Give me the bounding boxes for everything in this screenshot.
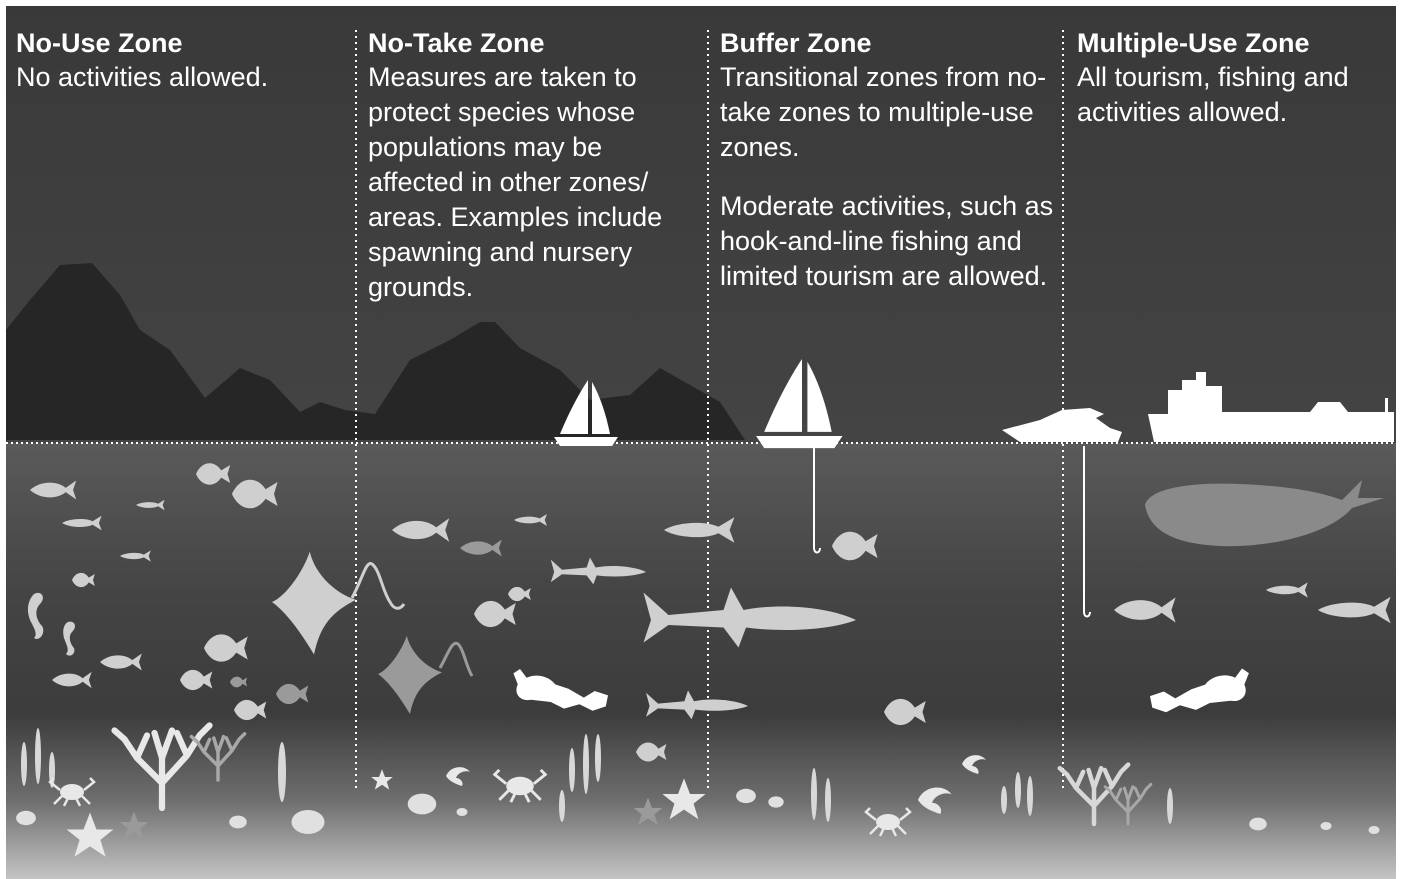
zone-title: No-Take Zone [368,26,698,60]
zone-description: No activities allowed. [16,60,346,95]
zone-no-take: No-Take Zone Measures are taken to prote… [368,26,698,305]
zone-description-extra: Moderate activities, such as hook-and-li… [720,189,1055,294]
zone-description: Measures are taken to protect species wh… [368,60,698,305]
zone-description: All tourism, fishing and activities allo… [1077,60,1387,130]
zone-no-use: No-Use Zone No activities allowed. [16,26,346,95]
zone-title: Buffer Zone [720,26,1055,60]
zone-multiple-use: Multiple-Use Zone All tourism, fishing a… [1077,26,1387,130]
zone-buffer: Buffer Zone Transitional zones from no-t… [720,26,1055,294]
zone-description: Transitional zones from no-take zones to… [720,60,1055,165]
zone-title: Multiple-Use Zone [1077,26,1387,60]
zone-title: No-Use Zone [16,26,346,60]
